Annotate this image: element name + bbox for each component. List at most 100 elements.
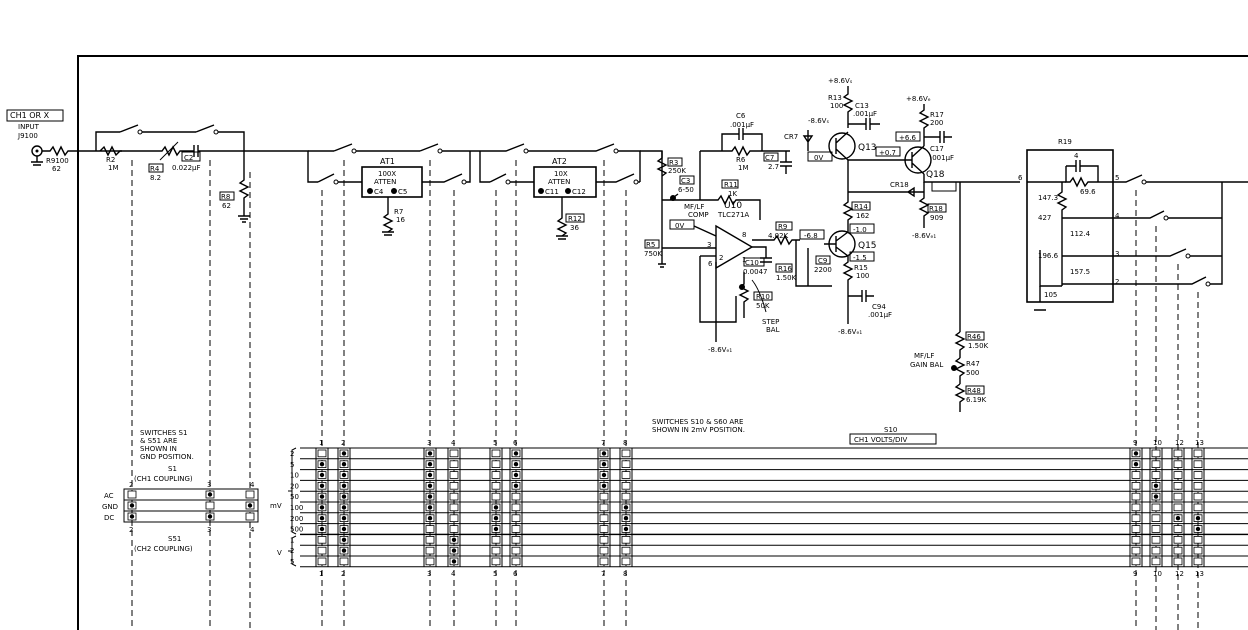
switch-contact-dot: [341, 505, 347, 510]
switch-cell: [1151, 460, 1161, 468]
svg-text:R8: R8: [221, 193, 230, 201]
svg-text:196.6: 196.6: [1038, 252, 1059, 260]
svg-text:112.4: 112.4: [1070, 230, 1091, 238]
resistor-r15: R15 100: [842, 256, 869, 324]
v-brace: [288, 535, 297, 567]
svg-text:INPUT: INPUT: [18, 123, 40, 131]
svg-text:100: 100: [856, 272, 869, 280]
switch-col-label-top: 8: [623, 439, 627, 447]
coupling-col-bot-2: 2: [129, 526, 133, 534]
svg-text:.001µF: .001µF: [730, 121, 754, 129]
resistor-r2: R2 1M: [99, 145, 150, 172]
switch-col-label-top: 2: [341, 439, 345, 447]
svg-text:R10: R10: [756, 293, 770, 301]
switch-cell: [511, 492, 521, 501]
ov-badge-2: [807, 151, 833, 162]
svg-text:1M: 1M: [108, 164, 119, 172]
switch-contact-dot: [427, 462, 433, 467]
resistor-r46: R46 1.50K: [954, 331, 989, 358]
switch-contact-dot: [319, 526, 325, 532]
switch-col-label-bottom: 6: [513, 570, 518, 578]
resistor-r14: R14 162: [842, 200, 871, 232]
svg-text:C94: C94: [872, 303, 886, 311]
svg-text:R15: R15: [854, 264, 868, 272]
switch-col-label-bottom: 4: [451, 570, 456, 578]
vneg-u10: -8.6Vₑ₁: [708, 346, 732, 354]
diode-cr18: CR18: [848, 181, 924, 198]
switch-contact-dot: [451, 559, 457, 564]
v-15-label: -1.5: [853, 254, 867, 262]
svg-text:R13: R13: [828, 94, 842, 102]
diagram-frame: [77, 55, 1248, 630]
svg-text:S51: S51: [168, 535, 181, 543]
range-row-label: 20: [290, 482, 299, 490]
switch-col-label-top: 6: [513, 439, 518, 447]
svg-text:C12: C12: [572, 188, 586, 196]
switch-cell: [449, 449, 459, 458]
switch-contact-dot: [451, 548, 457, 553]
volts-div-switch-table: mV V 25102050100200500125112233445566778…: [270, 439, 1248, 578]
svg-text:750K: 750K: [644, 250, 662, 258]
switch-contact-dot: [513, 472, 519, 478]
input-connector: CH1 OR X INPUT J9100 R9100 62: [6, 109, 69, 173]
switch-contact-dot: [341, 548, 347, 553]
switch-contact-dot: [427, 483, 433, 488]
coupling-cell: [205, 501, 215, 510]
svg-text:R17: R17: [930, 111, 944, 119]
svg-text:4: 4: [1074, 152, 1079, 160]
switch-cell: [1173, 557, 1183, 566]
svg-text:AT2: AT2: [552, 157, 567, 166]
switch-contact-dot: [623, 516, 629, 521]
switch-cell: [1131, 525, 1141, 533]
v-66-badge: [895, 131, 921, 142]
switch-contact-dot: [1175, 516, 1181, 521]
switch-contact-dot: [493, 516, 499, 521]
svg-text:R14: R14: [854, 203, 868, 211]
switch-cell: [449, 481, 459, 490]
switch-contact-dot: [427, 451, 433, 456]
switch-cell: [1151, 503, 1161, 512]
svg-text:2: 2: [719, 254, 723, 262]
switch-col-label-bottom: 8: [623, 570, 627, 578]
switch-cell: [1151, 546, 1161, 555]
svg-text:200: 200: [930, 119, 943, 127]
switch-cell: [1193, 471, 1203, 479]
diode-cr7: CR7: [784, 130, 814, 151]
switch-contact-dot: [341, 451, 347, 456]
svg-text:C17: C17: [930, 145, 944, 153]
svg-text:CR7: CR7: [784, 133, 798, 141]
switch-col-label-top: 4: [451, 439, 456, 447]
switch-col-label-bottom: 5: [493, 570, 497, 578]
coupling-row-ac: AC: [104, 492, 114, 500]
switch-contact-dot: [341, 472, 347, 478]
svg-text:ATTEN: ATTEN: [548, 178, 570, 186]
switch-col-label-bottom: 7: [601, 570, 605, 578]
v-10-label: -1.0: [853, 226, 867, 234]
switch-cell: [599, 514, 609, 522]
switch-cell: [491, 492, 501, 501]
switch-cell: [449, 471, 459, 479]
capacitor-c17: C17 .001µF: [924, 131, 954, 162]
resistor-r3: R3 250K: [656, 151, 686, 177]
capacitor-c6: C6 .001µF: [721, 112, 763, 151]
svg-text:4: 4: [1115, 212, 1120, 220]
switch-cell: [1193, 536, 1203, 544]
svg-text:Q13: Q13: [858, 143, 877, 153]
svg-text:3: 3: [1115, 250, 1119, 258]
coupling-cell: [245, 512, 255, 521]
switch-col-label-bottom: 12: [1175, 570, 1184, 578]
switch-cell: [449, 460, 459, 468]
switch-cell: [1151, 536, 1161, 544]
switch-cell: [1151, 525, 1161, 533]
svg-text:R19: R19: [1058, 138, 1072, 146]
svg-text:2.7: 2.7: [768, 163, 779, 171]
switch-col-label-bottom: 2: [341, 570, 345, 578]
svg-text:C10: C10: [745, 259, 759, 267]
v-07-badge: [875, 146, 901, 157]
switch-cell: [1131, 557, 1141, 566]
svg-text:(CH1 COUPLING): (CH1 COUPLING): [134, 475, 193, 483]
svg-text:2: 2: [1115, 278, 1119, 286]
v-6.8-label: -6.8: [804, 232, 818, 240]
svg-text:C13: C13: [855, 102, 869, 110]
switch-cell: [1173, 460, 1183, 468]
